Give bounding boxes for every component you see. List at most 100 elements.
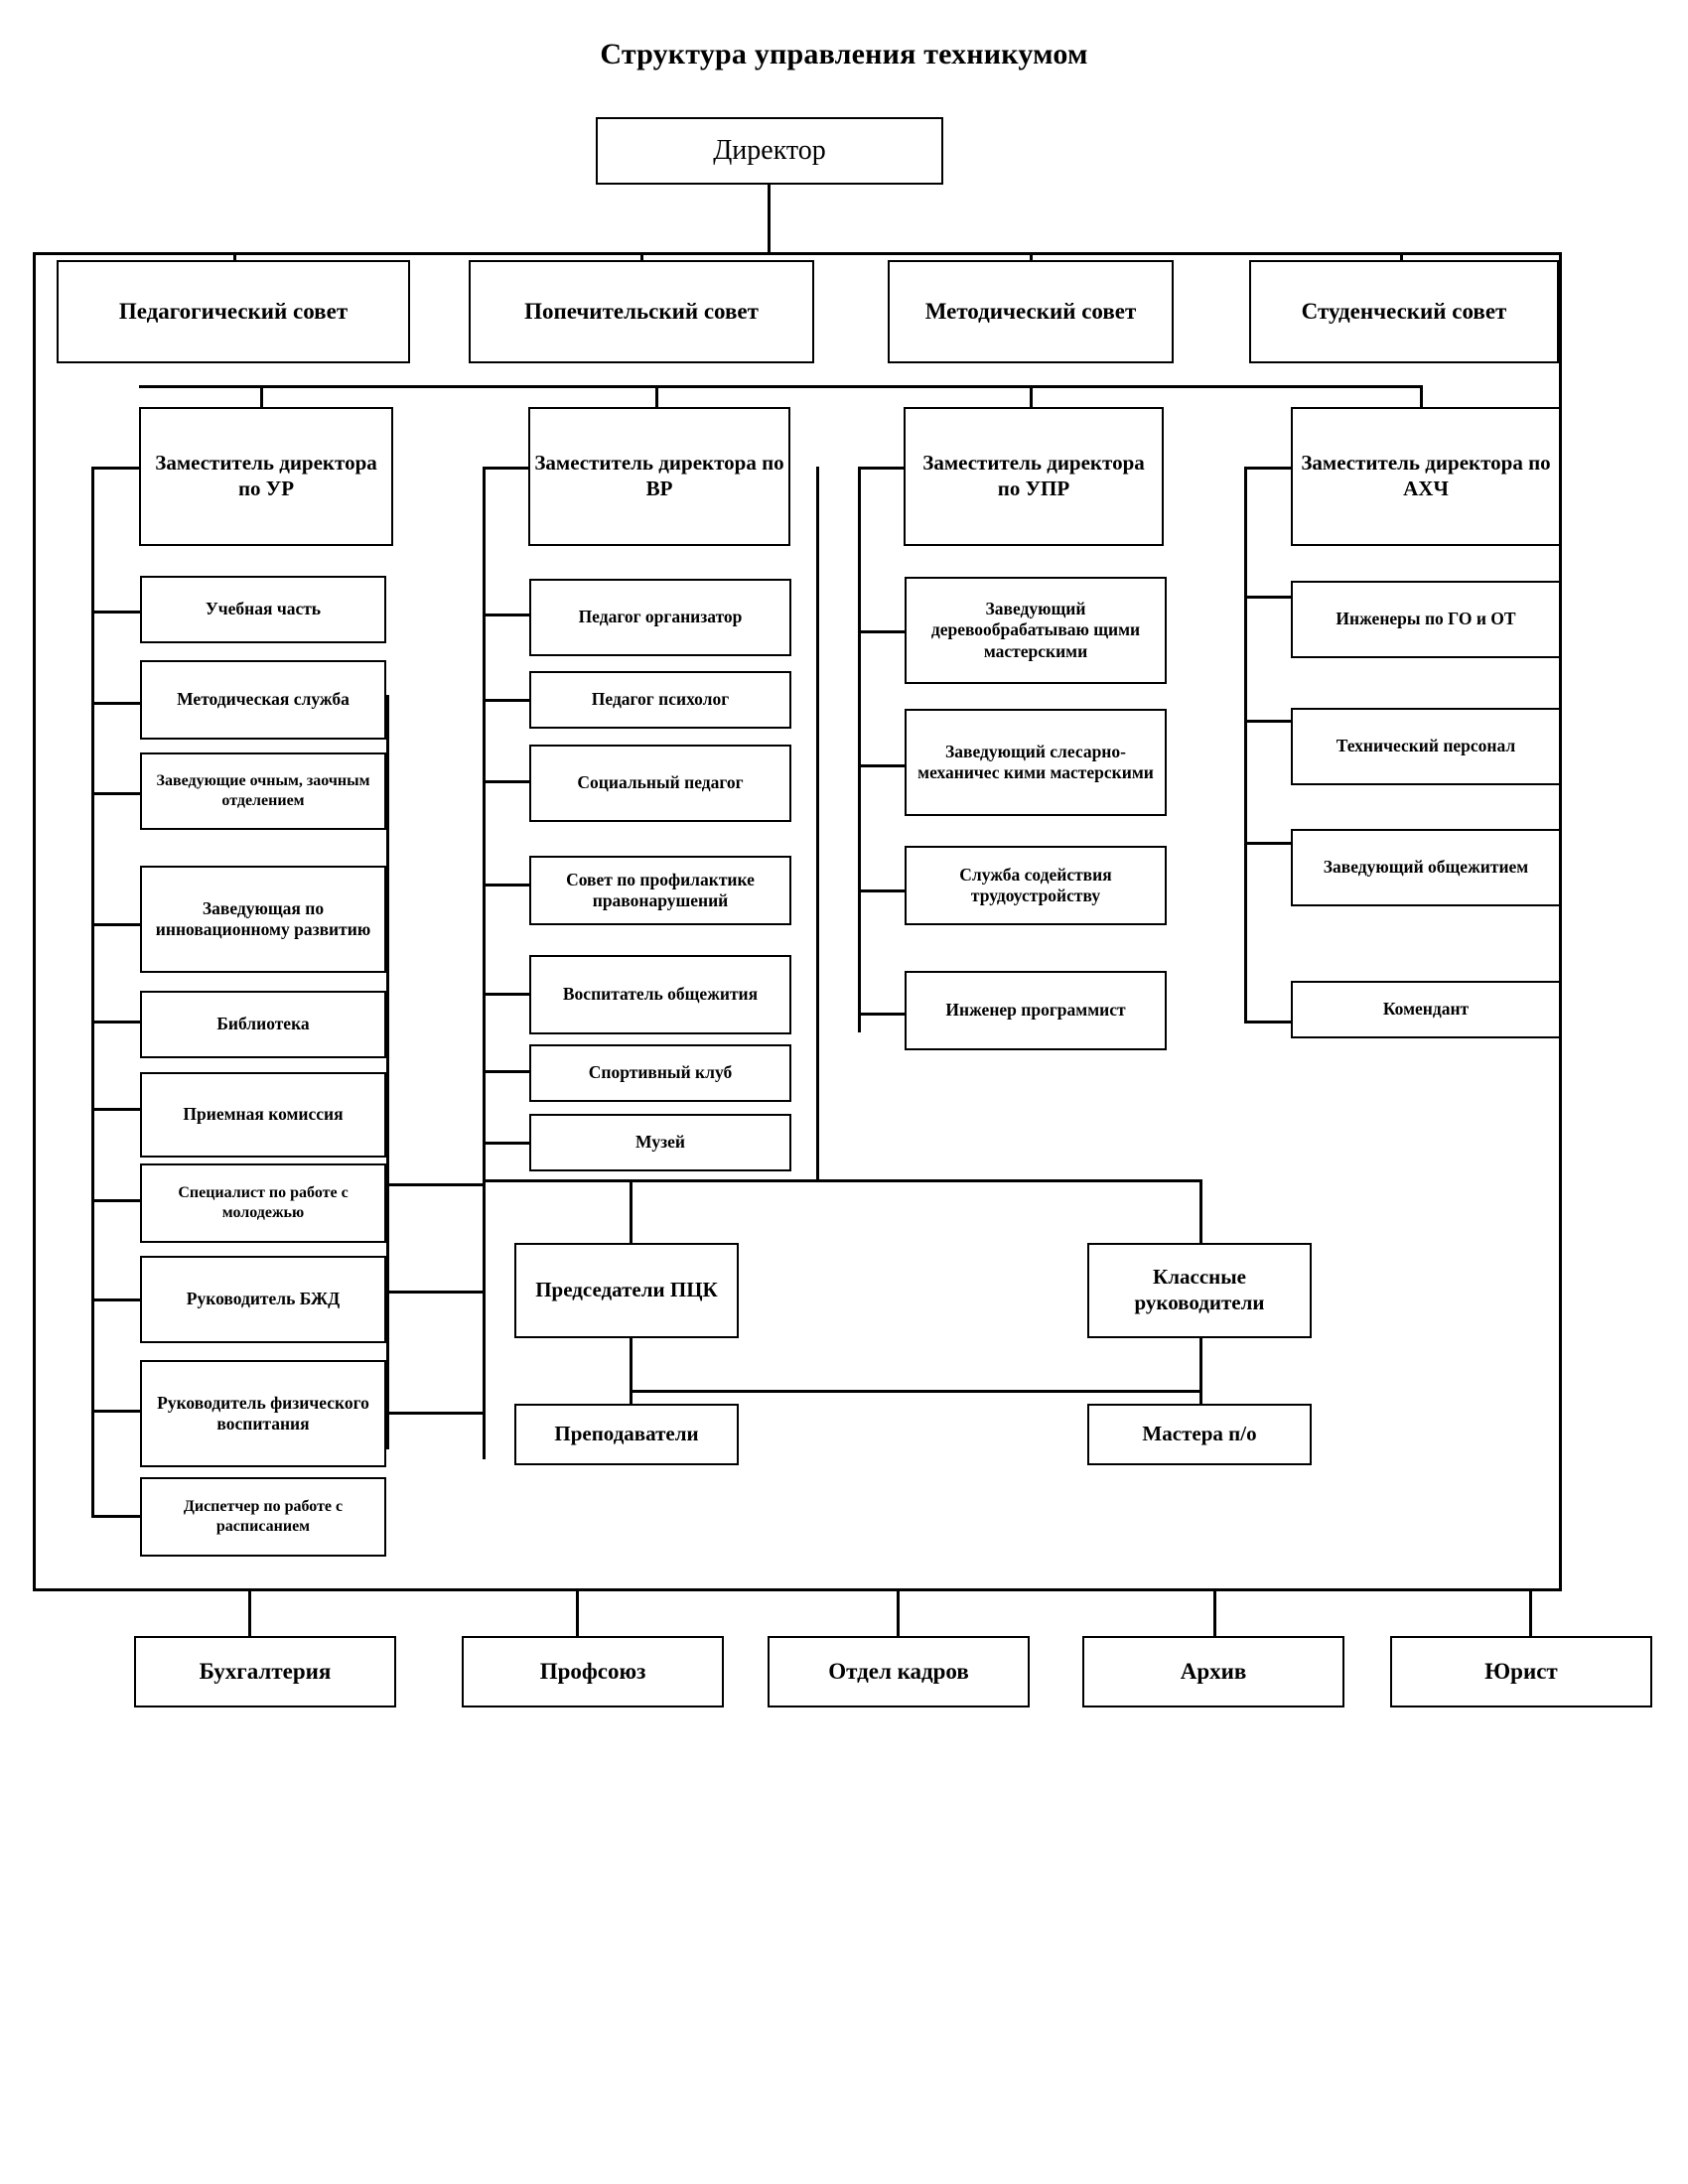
connector-ur-stub-5: [91, 1021, 141, 1024]
connector-vr-stub-5: [483, 993, 530, 996]
connector-council-bus: [33, 252, 1562, 255]
node-ahch-unit-3[interactable]: Заведующий общежитием: [1291, 829, 1561, 906]
node-student-council[interactable]: Студенческий совет: [1249, 260, 1559, 363]
node-trustee-council[interactable]: Попечительский совет: [469, 260, 814, 363]
connector-ur-stub-10: [91, 1515, 141, 1518]
node-archive[interactable]: Архив: [1082, 1636, 1344, 1707]
node-ur-unit-5[interactable]: Библиотека: [140, 991, 386, 1058]
node-ahch-unit-1[interactable]: Инженеры по ГО и ОТ: [1291, 581, 1561, 658]
node-upr-unit-3[interactable]: Служба содействия трудоустройству: [905, 846, 1167, 925]
node-label: Директор: [713, 134, 826, 166]
node-label: Библиотека: [216, 1014, 310, 1034]
node-label: Социальный педагог: [577, 772, 744, 793]
connector-ahch-stub-0: [1244, 467, 1292, 470]
node-upr-unit-2[interactable]: Заведующий слесарно-механичес кими масте…: [905, 709, 1167, 816]
node-upr-unit-1[interactable]: Заведующий деревообрабатываю щими мастер…: [905, 577, 1167, 684]
node-upr-unit-4[interactable]: Инженер программист: [905, 971, 1167, 1050]
node-vr-unit-6[interactable]: Спортивный клуб: [529, 1044, 791, 1102]
node-ur-unit-7[interactable]: Специалист по работе с молодежью: [140, 1163, 386, 1243]
connector-ur-stub-9: [91, 1410, 141, 1413]
node-ur-unit-1[interactable]: Учебная часть: [140, 576, 386, 643]
node-ur-unit-8[interactable]: Руководитель БЖД: [140, 1256, 386, 1343]
connector-ur-stub-7: [91, 1199, 141, 1202]
node-label: Учебная часть: [205, 599, 322, 619]
connector-pck-down: [630, 1338, 633, 1426]
connector-upr-stub-4: [858, 1013, 906, 1016]
connector-upr-stub-0: [858, 467, 906, 470]
node-deputy-ahch[interactable]: Заместитель директора по АХЧ: [1291, 407, 1561, 546]
node-vr-unit-4[interactable]: Совет по профилактике правонарушений: [529, 856, 791, 925]
node-vr-unit-5[interactable]: Воспитатель общежития: [529, 955, 791, 1034]
connector-ahch-stub-1: [1244, 596, 1292, 599]
node-class-supervisors[interactable]: Классные руководители: [1087, 1243, 1312, 1338]
connector-ahch-rail: [1244, 467, 1247, 1023]
connector-support-drop-4: [1213, 1588, 1216, 1636]
connector-vr-stub-1: [483, 614, 530, 616]
connector-ur-stub-3: [91, 792, 141, 795]
connector-ur-group-rail: [386, 695, 389, 1449]
node-label: Специалист по работе с молодежью: [178, 1184, 349, 1221]
node-ur-unit-10[interactable]: Диспетчер по работе с расписанием: [140, 1477, 386, 1557]
node-deputy-ur[interactable]: Заместитель директора по УР: [139, 407, 393, 546]
node-pck-chairs[interactable]: Председатели ПЦК: [514, 1243, 739, 1338]
node-ahch-unit-2[interactable]: Технический персонал: [1291, 708, 1561, 785]
connector-class-up: [1199, 1179, 1202, 1243]
node-label: Приемная комиссия: [183, 1104, 344, 1125]
node-director[interactable]: Директор: [596, 117, 943, 185]
node-ur-unit-3[interactable]: Заведующие очным, заочным отделением: [140, 752, 386, 830]
node-deputy-upr[interactable]: Заместитель директора по УПР: [904, 407, 1164, 546]
node-hr-department[interactable]: Отдел кадров: [768, 1636, 1030, 1707]
node-ur-unit-6[interactable]: Приемная комиссия: [140, 1072, 386, 1158]
connector-vr-group-top: [483, 1179, 818, 1182]
connector-ur-group-a: [386, 1183, 484, 1186]
node-vr-unit-2[interactable]: Педагог психолог: [529, 671, 791, 729]
node-label: Заведующая по инновационному развитию: [155, 897, 371, 939]
connector-deputy-drop-4: [1420, 385, 1423, 407]
connector-upr-rail: [858, 467, 861, 1032]
node-ur-unit-2[interactable]: Методическая служба: [140, 660, 386, 740]
node-ahch-unit-4[interactable]: Комендант: [1291, 981, 1561, 1038]
node-methodical-council[interactable]: Методический совет: [888, 260, 1174, 363]
node-vr-unit-7[interactable]: Музей: [529, 1114, 791, 1171]
node-label: Заведующий общежитием: [1323, 857, 1529, 878]
node-masters[interactable]: Мастера п/о: [1087, 1404, 1312, 1465]
node-label: Технический персонал: [1336, 736, 1516, 756]
node-accounting[interactable]: Бухгалтерия: [134, 1636, 396, 1707]
node-label: Воспитатель общежития: [562, 984, 759, 1005]
connector-class-up-bus: [816, 1179, 1201, 1182]
connector-upr-stub-1: [858, 630, 906, 633]
node-lawyer[interactable]: Юрист: [1390, 1636, 1652, 1707]
node-vr-unit-1[interactable]: Педагог организатор: [529, 579, 791, 656]
node-label: Классные руководители: [1134, 1265, 1265, 1314]
connector-vr-stub-4: [483, 884, 530, 887]
node-label: Заведующий слесарно-механичес кими масте…: [917, 741, 1154, 782]
node-label: Попечительский совет: [524, 298, 759, 324]
node-label: Музей: [635, 1132, 685, 1153]
node-ur-unit-9[interactable]: Руководитель физического воспитания: [140, 1360, 386, 1467]
node-vr-unit-3[interactable]: Социальный педагог: [529, 745, 791, 822]
connector-vr-stub-2: [483, 699, 530, 702]
connector-support-drop-2: [576, 1588, 579, 1636]
connector-ur-stub-4: [91, 923, 141, 926]
node-deputy-vr[interactable]: Заместитель директора по ВР: [528, 407, 790, 546]
node-label: Заведующий деревообрабатываю щими мастер…: [930, 598, 1141, 661]
connector-root-stem: [768, 185, 771, 254]
connector-deputy-bus: [139, 385, 1420, 388]
node-pedagogical-council[interactable]: Педагогический совет: [57, 260, 410, 363]
node-label: Заместитель директора по АХЧ: [1301, 451, 1551, 500]
node-trade-union[interactable]: Профсоюз: [462, 1636, 724, 1707]
connector-deputy-drop-1: [260, 385, 263, 407]
node-label: Архив: [1180, 1658, 1247, 1684]
node-label: Инженеры по ГО и ОТ: [1336, 609, 1516, 629]
node-label: Комендант: [1382, 999, 1470, 1020]
connector-ur-rail: [91, 467, 94, 1517]
connector-vr-group-rail: [816, 467, 819, 1181]
connector-support-drop-3: [897, 1588, 900, 1636]
connector-support-drop-1: [248, 1588, 251, 1636]
node-teachers[interactable]: Преподаватели: [514, 1404, 739, 1465]
node-label: Профсоюз: [539, 1658, 646, 1684]
node-label: Педагог психолог: [591, 689, 730, 710]
node-ur-unit-4[interactable]: Заведующая по инновационному развитию: [140, 866, 386, 973]
node-label: Заместитель директора по ВР: [534, 451, 784, 500]
